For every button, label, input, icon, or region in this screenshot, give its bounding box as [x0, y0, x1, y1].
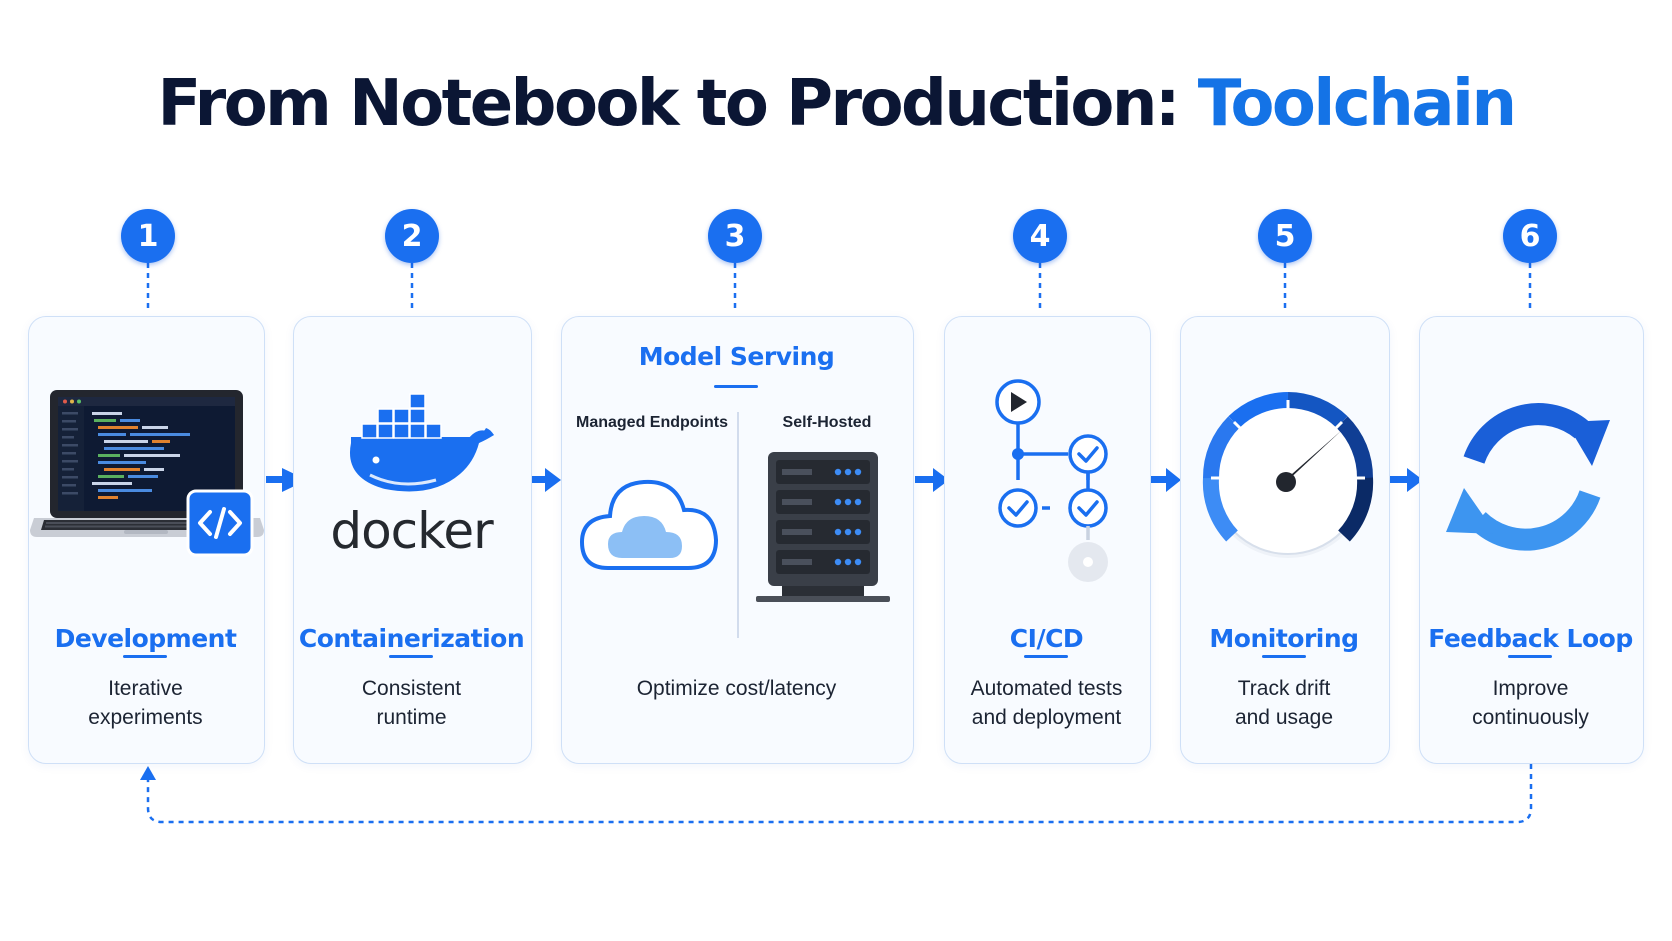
card-containerization: [293, 316, 532, 764]
check-node-top: [1068, 434, 1108, 474]
label-containerization: Containerization: [298, 624, 525, 653]
card-cicd: [944, 316, 1151, 764]
model-serving-underline: [714, 385, 758, 388]
pipeline-icon: [995, 379, 1108, 582]
self-hosted-label: Self-Hosted: [782, 414, 872, 431]
flow-arrow-2: [529, 468, 561, 492]
laptop-code-icon: [30, 390, 264, 557]
step-badge-5: 5: [1258, 209, 1312, 263]
label-development: Development: [54, 624, 237, 653]
feedback-arrowhead: [140, 766, 156, 780]
underline-development: [123, 655, 167, 658]
step-badge-2: 2: [385, 209, 439, 263]
managed-endpoints-label: Managed Endpoints: [576, 414, 728, 431]
server-rack-icon: [756, 452, 890, 602]
page-title: From Notebook to Production: Toolchain: [0, 72, 1672, 136]
underline-monitoring: [1262, 655, 1306, 658]
flow-arrow-3: [915, 468, 949, 492]
step-badge-4: 4: [1013, 209, 1067, 263]
desc-development: Iterative experiments: [88, 677, 203, 729]
check-node-left: [998, 488, 1038, 528]
desc-containerization: Consistent runtime: [361, 677, 462, 729]
speedometer-icon: [1202, 392, 1374, 558]
underline-containerization: [389, 655, 433, 658]
underline-cicd: [1024, 655, 1068, 658]
play-node: [995, 379, 1041, 425]
cloud-icon: [579, 479, 719, 570]
title-main: From Notebook to Production:: [157, 67, 1198, 141]
desc-model-serving: Optimize cost/latency: [636, 677, 837, 700]
model-serving-heading: Model Serving: [638, 342, 835, 371]
label-feedback-loop: Feedback Loop: [1428, 624, 1633, 653]
serving-divider: [737, 412, 739, 638]
docker-wordmark: docker: [330, 502, 493, 560]
label-monitoring: Monitoring: [1209, 624, 1359, 653]
step-badge-3: 3: [708, 209, 762, 263]
desc-cicd: Automated tests and deployment: [970, 677, 1123, 729]
underline-feedback-loop: [1508, 655, 1552, 658]
desc-monitoring: Track drift and usage: [1234, 677, 1334, 729]
refresh-cycle-icon: [1446, 403, 1610, 551]
flow-arrow-4: [1150, 468, 1181, 492]
check-node-right: [1068, 488, 1108, 528]
feedback-loop-line: [146, 764, 1533, 824]
flow-arrow-5: [1389, 468, 1423, 492]
desc-feedback-loop: Improve continuously: [1472, 677, 1589, 729]
step-badge-1: 1: [121, 209, 175, 263]
docker-logo: [349, 393, 494, 492]
step-badge-6: 6: [1503, 209, 1557, 263]
label-cicd: CI/CD: [1009, 624, 1084, 653]
title-accent: Toolchain: [1197, 67, 1517, 141]
